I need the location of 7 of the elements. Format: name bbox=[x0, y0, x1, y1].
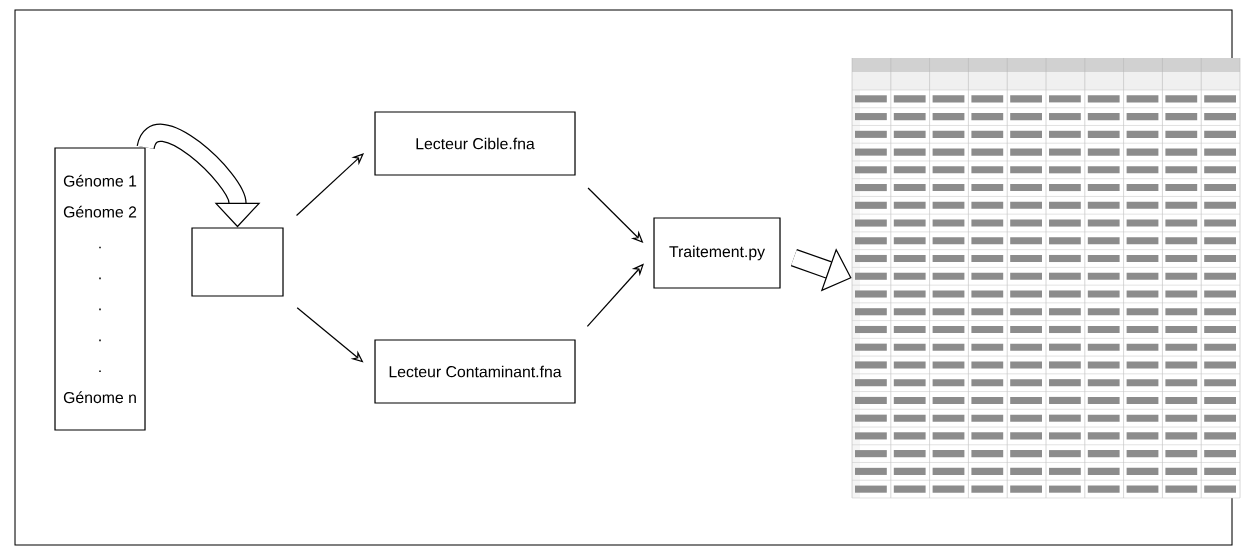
picture bbox=[851, 57, 1241, 499]
block-arrow bbox=[137, 123, 261, 228]
script-box: Traitement.py bbox=[653, 217, 781, 289]
genome-list-box: Génome 1 Génome 2 . . . . . Génome n bbox=[54, 147, 146, 431]
file-box: Lecteur Cible.fna bbox=[374, 111, 576, 176]
file-box: Lecteur Contaminant.fna bbox=[374, 339, 576, 404]
process-box bbox=[191, 227, 284, 297]
